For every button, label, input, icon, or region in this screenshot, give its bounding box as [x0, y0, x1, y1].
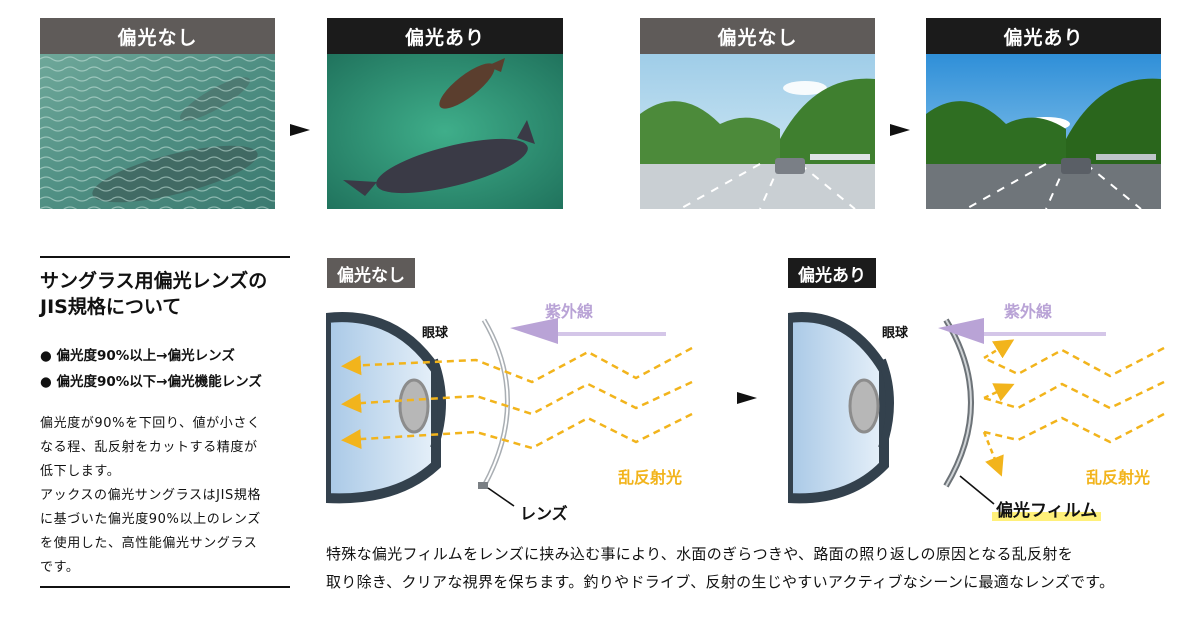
sidebar-body-line: アックスの偏光サングラスはJIS規格	[40, 488, 262, 503]
diagram-left	[321, 290, 716, 530]
road-after-photo	[926, 54, 1161, 209]
sidebar-bullet-1: ● 偏光度90%以上→偏光レンズ	[40, 348, 235, 364]
diagram-arrow-icon	[737, 392, 757, 404]
diagram-right-eyeball-label: 眼球	[882, 326, 909, 341]
road-before-label: 偏光なし	[717, 26, 798, 49]
road-after-header: 偏光あり	[926, 18, 1161, 54]
sidebar-body-line: に基づいた偏光度90%以上のレンズ	[40, 512, 261, 527]
diagram-left-uv-label: 紫外線	[545, 302, 594, 321]
fish-before-header: 偏光なし	[40, 18, 275, 54]
sidebar-body-line: なる程、乱反射をカットする精度が	[40, 440, 258, 455]
road-before-header: 偏光なし	[640, 18, 875, 54]
sidebar-title-line1: サングラス用偏光レンズの	[40, 270, 268, 292]
sidebar-body: 偏光度が90%を下回り、値が小さく なる程、乱反射をカットする精度が 低下します…	[40, 412, 292, 580]
bottom-caption: 特殊な偏光フィルムをレンズに挟み込む事により、水面のぎらつきや、路面の照り返しの…	[326, 540, 1186, 596]
diagram-right-glare-label: 乱反射光	[1086, 468, 1151, 487]
fish-after-label: 偏光あり	[404, 26, 485, 49]
sidebar-body-line: 偏光度が90%を下回り、値が小さく	[40, 416, 261, 431]
sidebar-body-line: を使用した、高性能偏光サングラス	[40, 536, 258, 551]
fish-arrow-icon	[290, 124, 310, 136]
sidebar-body-line: です。	[40, 560, 80, 575]
caption-line1: 特殊な偏光フィルムをレンズに挟み込む事により、水面のぎらつきや、路面の照り返しの…	[326, 545, 1074, 563]
fish-after-header: 偏光あり	[327, 18, 563, 54]
road-after-label: 偏光あり	[1003, 26, 1084, 49]
sidebar-body-line: 低下します。	[40, 464, 121, 479]
diagram-left-lens-label: レンズ	[520, 504, 568, 523]
road-arrow-icon	[890, 124, 910, 136]
sidebar-top-rule	[40, 256, 290, 258]
diagram-right-uv-label: 紫外線	[1004, 302, 1053, 321]
diagram-right-label: 偏光あり	[788, 258, 876, 288]
diagram-left-label: 偏光なし	[327, 258, 415, 288]
caption-line2: 取り除き、クリアな視界を保ちます。釣りやドライブ、反射の生じやすいアクティブなシ…	[326, 573, 1115, 591]
diagram-left-glare-label: 乱反射光	[618, 468, 683, 487]
sidebar-bullet-2: ● 偏光度90%以下→偏光機能レンズ	[40, 374, 262, 390]
fish-before-label: 偏光なし	[117, 26, 198, 49]
diagram-right-film-label: 偏光フィルム	[992, 496, 1102, 521]
fish-after-photo	[327, 54, 563, 209]
sidebar-title: サングラス用偏光レンズの JIS規格について	[40, 268, 290, 320]
sidebar-bottom-rule	[40, 586, 290, 588]
diagram-left-eyeball-label: 眼球	[422, 326, 449, 341]
diagram-right	[783, 290, 1178, 530]
fish-before-photo	[40, 54, 275, 209]
sidebar-title-line2: JIS規格について	[40, 296, 182, 318]
road-before-photo	[640, 54, 875, 209]
